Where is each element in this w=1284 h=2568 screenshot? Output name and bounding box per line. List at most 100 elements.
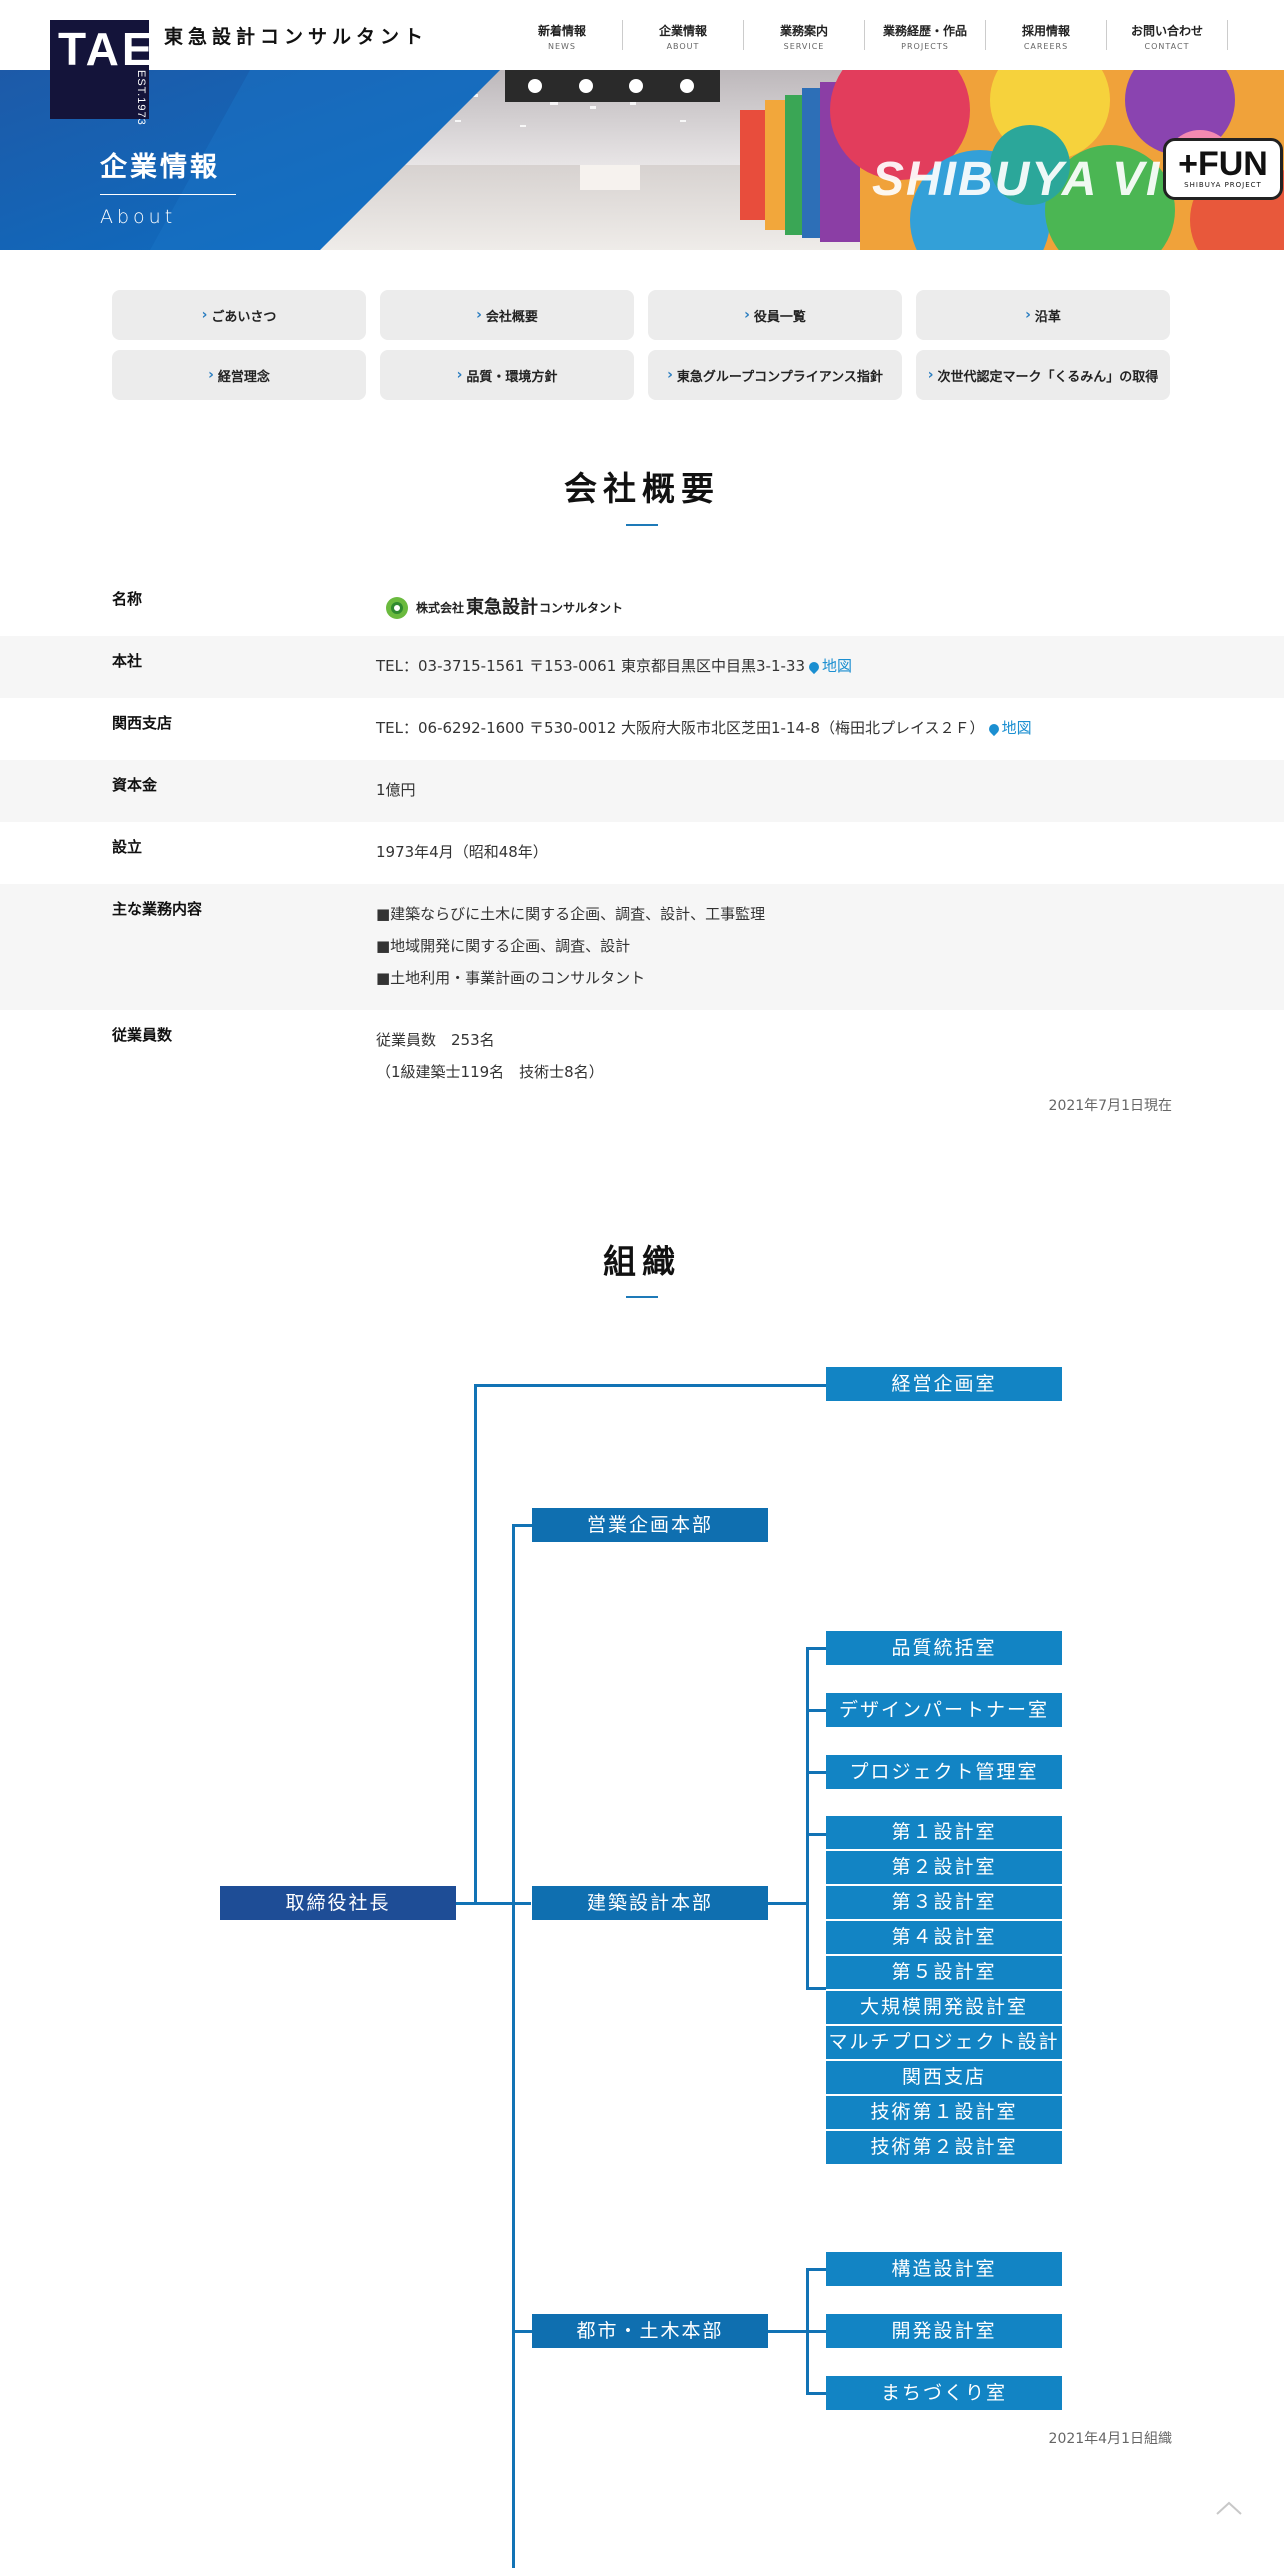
business-line: ■土地利用・事業計画のコンサルタント [376, 969, 646, 987]
value-hq: TEL：03-3715-1561 〒153-0061 東京都目黒区中目黒3-1-… [376, 650, 852, 682]
map-pin-icon [986, 721, 1001, 736]
sign-mark-2 [578, 79, 596, 93]
anchor-kurumin[interactable]: ›次世代認定マーク「くるみん」の取得 [916, 350, 1170, 400]
org-design-unit: 技術第１設計室 [826, 2096, 1062, 2129]
kansai-map-link[interactable]: 地図 [1001, 719, 1032, 737]
org-design-unit: 技術第２設計室 [826, 2131, 1062, 2164]
chevron-right-icon: › [201, 307, 208, 323]
nav-about-label: 企業情報 [658, 24, 707, 38]
connector [768, 1902, 808, 1905]
nav-service-label: 業務案内 [779, 24, 828, 38]
row-capital: 資本金 1億円 [0, 760, 1284, 822]
value-capital: 1億円 [376, 781, 416, 799]
nav-careers-en: CAREERS [1023, 42, 1069, 51]
value-business: ■建築ならびに土木に関する企画、調査、設計、工事監理 ■地域開発に関する企画、調… [376, 898, 765, 994]
connector [806, 2392, 826, 2395]
chevron-right-icon: › [927, 367, 934, 383]
fun-badge: +FUN SHIBUYA PROJECT [1163, 138, 1283, 200]
anchor-overview[interactable]: ›会社概要 [380, 290, 634, 340]
chevron-right-icon: › [1025, 307, 1031, 323]
org-civil-unit: まちづくり室 [826, 2376, 1062, 2410]
anchor-greeting[interactable]: ›ごあいさつ [112, 290, 366, 340]
label-hq: 本社 [112, 652, 143, 670]
org-arch-unit: デザインパートナー室 [826, 1693, 1062, 1727]
map-pin-icon [806, 659, 822, 674]
logo-est: EST.1973 [135, 70, 147, 126]
org-design-unit: 第２設計室 [826, 1851, 1062, 1884]
label-capital: 資本金 [112, 776, 158, 794]
title-divider [100, 194, 236, 195]
org-civil-unit: 構造設計室 [826, 2252, 1062, 2286]
nav-news-label: 新着情報 [537, 24, 586, 38]
overview-heading: 会社概要 [564, 469, 720, 508]
company-logo: 株式会社 東急設計 コンサルタント [386, 592, 623, 624]
anchor-label: 次世代認定マーク「くるみん」の取得 [937, 369, 1159, 385]
label-employees: 従業員数 [112, 1026, 173, 1044]
sign-mark-3 [629, 79, 646, 93]
anchor-label: 会社概要 [485, 309, 538, 325]
anchor-label: 品質・環境方針 [466, 369, 558, 385]
organization-heading-rule [626, 1296, 658, 1298]
page-title: 企業情報 [100, 152, 220, 183]
value-founded: 1973年4月（昭和48年） [376, 843, 548, 861]
connector [474, 1384, 477, 1904]
label-kansai: 関西支店 [112, 714, 173, 732]
anchor-nav: ›ごあいさつ ›会社概要 ›役員一覧 ›沿革 ›経営理念 ›品質・環境方針 ›東… [112, 290, 1172, 400]
org-design-unit: マルチプロジェクト設計室 [826, 2026, 1062, 2086]
connector [512, 1524, 515, 2568]
anchor-compliance[interactable]: ›東急グループコンプライアンス指針 [648, 350, 902, 400]
anchor-label: 経営理念 [217, 369, 270, 385]
anchor-label: 役員一覧 [753, 309, 806, 325]
chevron-right-icon: › [476, 307, 482, 323]
anchor-history[interactable]: ›沿革 [916, 290, 1170, 340]
label-business: 主な業務内容 [112, 900, 203, 918]
nav-careers-label: 採用情報 [1021, 24, 1070, 38]
business-line: ■地域開発に関する企画、調査、設計 [376, 937, 631, 955]
chevron-right-icon: › [667, 367, 673, 383]
value-kansai: TEL：06-6292-1600 〒530-0012 大阪府大阪市北区芝田1-1… [376, 712, 1032, 744]
row-name: 名称 株式会社 東急設計 コンサルタント [0, 574, 1284, 636]
fun-badge-main: +FUN [1178, 145, 1268, 183]
connector [474, 1384, 826, 1387]
company-name[interactable]: 東急設計コンサルタント [164, 26, 429, 48]
sign-mark-4 [680, 79, 697, 93]
label-name: 名称 [112, 590, 143, 608]
anchor-label: ごあいさつ [211, 309, 277, 325]
connector [806, 1709, 826, 1712]
logo-text: TAE [58, 23, 156, 75]
chevron-right-icon: › [744, 307, 750, 323]
connector [806, 1647, 809, 1989]
row-kansai: 関西支店 TEL：06-6292-1600 〒530-0012 大阪府大阪市北区… [0, 698, 1284, 760]
connector [806, 1647, 826, 1650]
org-design-unit: 関西支店 [826, 2061, 1062, 2094]
anchor-quality[interactable]: ›品質・環境方針 [380, 350, 634, 400]
logo-main: 東急設計 [466, 597, 539, 618]
connector [768, 2330, 808, 2333]
logo-suffix: コンサルタント [539, 601, 624, 615]
nav-news-en: NEWS [547, 42, 577, 51]
anchor-officers[interactable]: ›役員一覧 [648, 290, 902, 340]
overview-table: 名称 株式会社 東急設計 コンサルタント 本社 TEL：03-3715-1561… [0, 574, 1284, 1110]
tae-logo[interactable]: TAE EST.1973 [50, 20, 153, 126]
employees-line: 従業員数 253名 [376, 1031, 495, 1049]
business-line: ■建築ならびに土木に関する企画、調査、設計、工事監理 [376, 905, 766, 923]
station-sign [505, 70, 720, 102]
hq-map-link[interactable]: 地図 [822, 657, 853, 675]
org-design-unit: 第４設計室 [826, 1921, 1062, 1954]
nav-news[interactable]: 新着情報 NEWS [502, 20, 623, 51]
organization-note: 2021年4月1日組織 [1048, 2431, 1172, 2447]
nav-careers[interactable]: 採用情報 CAREERS [986, 20, 1107, 51]
nav-contact-en: CONTACT [1144, 42, 1190, 51]
anchor-philosophy[interactable]: ›経営理念 [112, 350, 366, 400]
organization-heading: 組織 [603, 1242, 681, 1281]
connector [806, 1833, 826, 1836]
back-to-top-icon[interactable] [1215, 2500, 1243, 2516]
connector [806, 1987, 826, 1990]
company-logo-mark [386, 597, 408, 619]
hero-photo [300, 70, 1284, 250]
